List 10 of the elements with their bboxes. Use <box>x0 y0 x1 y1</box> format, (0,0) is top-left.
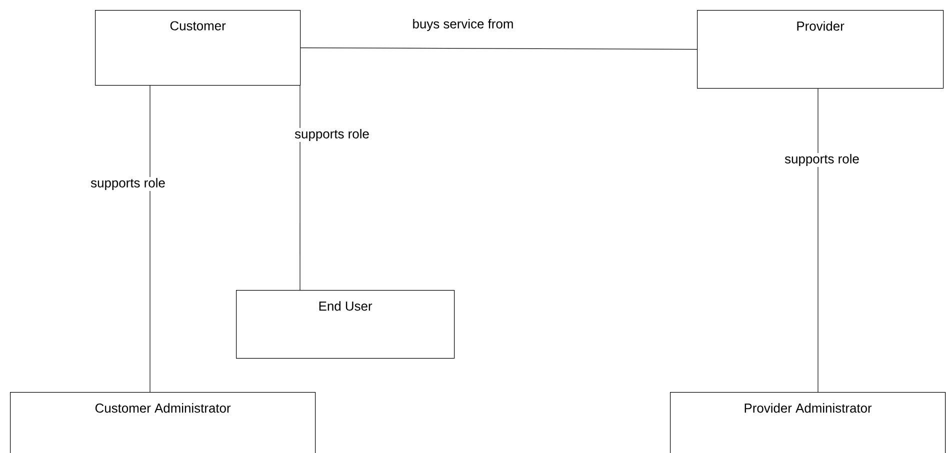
entity-box: Provider Administrator <box>670 392 946 453</box>
edge-label: supports role <box>784 152 860 168</box>
edge-label: buys service from <box>411 18 515 32</box>
entity-box: Customer <box>95 10 301 86</box>
connector-line <box>300 48 698 50</box>
edge-label: supports role <box>90 176 166 192</box>
entity-box: Customer Administrator <box>10 392 316 453</box>
entity-box: Provider <box>697 10 944 89</box>
edge-label: supports role <box>294 128 370 142</box>
entity-box: End User <box>236 290 455 359</box>
